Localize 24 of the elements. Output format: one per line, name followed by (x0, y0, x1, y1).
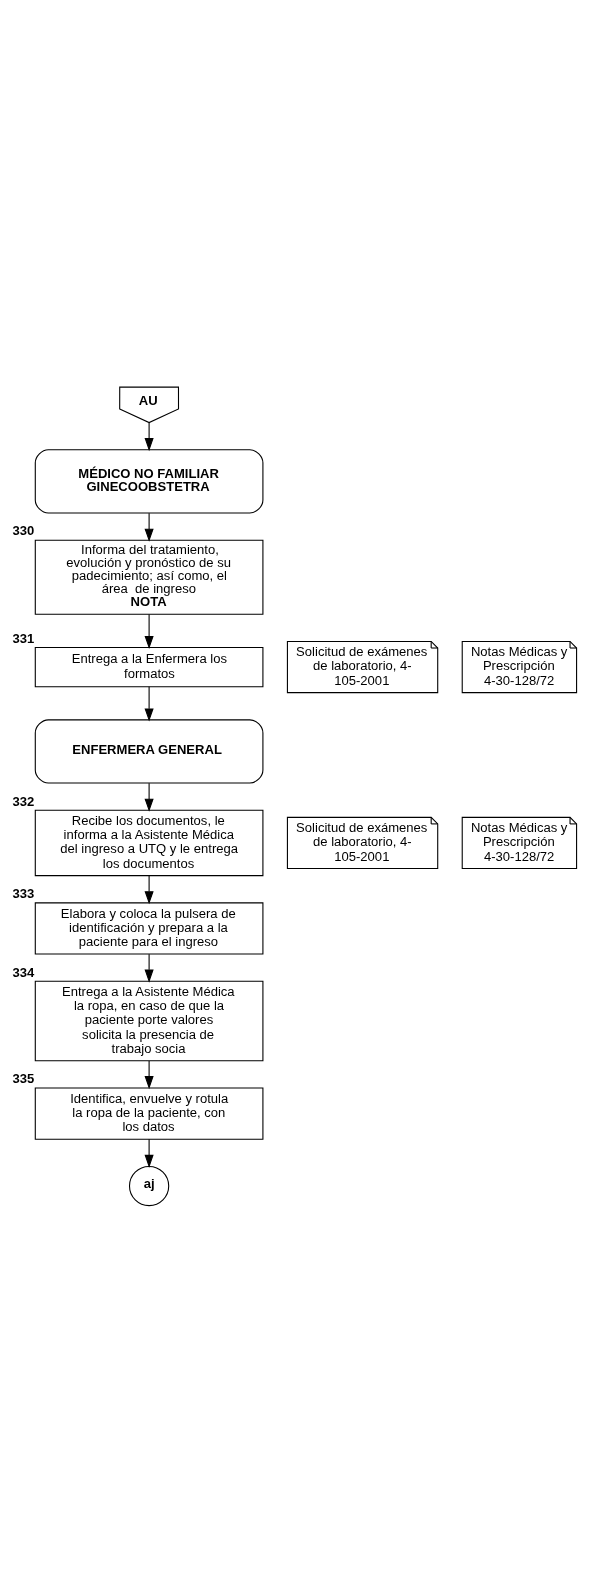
node-box: Elabora y coloca la pulsera de identificación y prepara a la paciente para el ingreso (34, 901, 264, 955)
node-label: 335 (12, 1070, 35, 1086)
node-label: 334 (12, 963, 35, 979)
node-label: 333 (12, 885, 35, 901)
arrow (144, 1059, 154, 1089)
node-box: Identifica, envuelve y rotula la ropa de la paciente, con los datos (34, 1086, 264, 1140)
node-label: 332 (12, 793, 35, 808)
node-circle: aj (128, 1165, 170, 1206)
node-label: 330 (12, 522, 35, 538)
node-box: Entrega a la Enfermera los formatos (34, 646, 264, 687)
node-box: Recibe los documentos, le informa a la Asistente Médica del ingreso a UTQ y le entrega los documentos (34, 809, 264, 876)
arrow (144, 953, 154, 983)
arrow (144, 685, 154, 722)
arrow (144, 1138, 154, 1168)
arrow (144, 875, 154, 904)
node-box: Informa del tratamiento, evolución y pronóstico de su padecimiento; así como, el área de ingreso NOTA (34, 539, 264, 615)
arrow (144, 613, 154, 649)
node-box: MÉDICO NO FAMILIAR GINECOOBSTETRA (34, 448, 264, 513)
arrow (144, 782, 154, 812)
node-label: 331 (12, 630, 35, 646)
node-box: Entrega a la Asistente Médica la ropa, en caso de que la paciente porte valores solicita la presencia de trabajo socia (34, 980, 264, 1061)
arrow (144, 512, 154, 542)
arrow (144, 421, 154, 451)
node-box: ENFERMERA GENERAL (34, 718, 264, 784)
